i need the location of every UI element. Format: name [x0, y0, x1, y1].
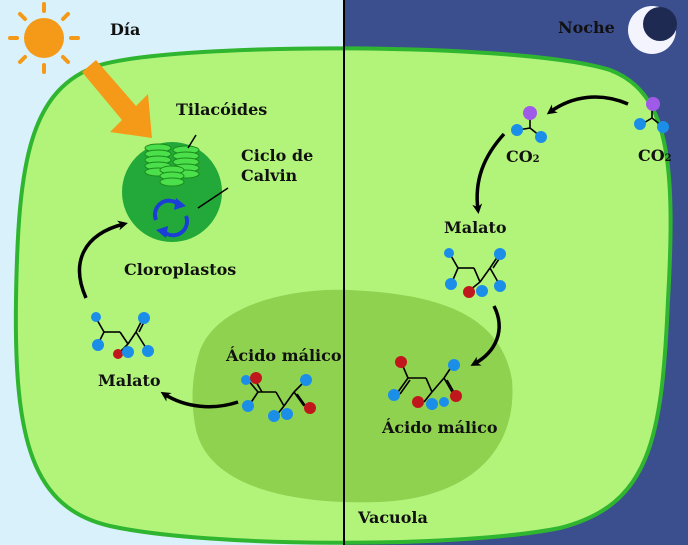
night-label: Noche [558, 18, 615, 37]
arrow-co2-to-malato [472, 132, 506, 214]
cloroplastos-label: Cloroplastos [124, 260, 237, 279]
arrow-malato-to-acido [470, 305, 501, 366]
co2-outside-subscript: 2 [664, 153, 672, 164]
malate-molecule-icon-night [444, 248, 506, 298]
tilacoides-leader [187, 134, 197, 149]
ciclo-label-line1: Ciclo de [241, 146, 314, 165]
arrow-acido-to-malato [160, 391, 239, 409]
malate-molecule-icon [91, 312, 154, 359]
calvin-leader [197, 187, 229, 209]
malato-day-label: Malato [98, 371, 161, 390]
malato-night-label: Malato [444, 218, 507, 237]
co2-inside-label: CO2 [506, 149, 540, 165]
co2-molecule-icon-outside [634, 97, 669, 133]
chloroplast [122, 142, 222, 242]
malic-acid-molecule-icon [241, 372, 316, 422]
ciclo-label-line2: Calvin [241, 166, 298, 185]
moon-icon [628, 6, 677, 54]
acido-malico-day-label: Ácido málico [226, 346, 342, 365]
tilacoides-label: Tilacóides [176, 100, 268, 119]
sun-icon [8, 2, 80, 74]
co2-outside-text: CO [638, 146, 665, 165]
co2-molecule-icon-inside [511, 106, 547, 143]
acido-malico-night-label: Ácido málico [382, 418, 498, 437]
malic-acid-molecule-icon-night [388, 356, 462, 410]
vacuole [192, 289, 513, 503]
arrow-malato-to-chloroplast [77, 220, 128, 299]
arrow-co2-in [546, 95, 629, 115]
day-label: Día [110, 20, 141, 39]
co2-inside-subscript: 2 [532, 154, 540, 165]
co2-outside-label: CO2 [638, 148, 672, 164]
vacuola-label: Vacuola [358, 508, 428, 527]
co2-inside-text: CO [506, 147, 533, 166]
thylakoid-stacks [144, 143, 200, 187]
calvin-cycle-icon [152, 198, 190, 238]
sunlight-arrow [82, 60, 152, 138]
